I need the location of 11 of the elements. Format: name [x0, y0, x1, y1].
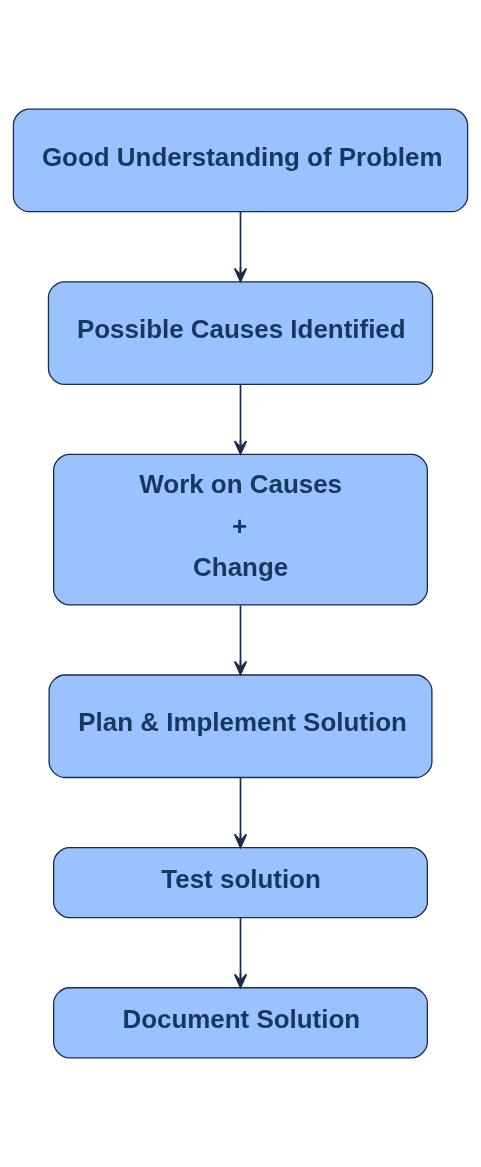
arrow	[233, 917, 248, 989]
node-box: Document Solution	[53, 987, 428, 1059]
node-box: Work on Causes + Change	[53, 453, 428, 606]
node-box: Test solution	[53, 846, 428, 919]
arrow	[233, 211, 248, 283]
node-box: Possible Causes Identified	[47, 281, 434, 385]
arrow	[233, 383, 248, 455]
node-box: Good Understanding of Problem	[12, 108, 469, 213]
arrow	[233, 604, 248, 676]
node-box: Plan & Implement Solution	[48, 674, 433, 779]
arrow	[233, 777, 248, 849]
